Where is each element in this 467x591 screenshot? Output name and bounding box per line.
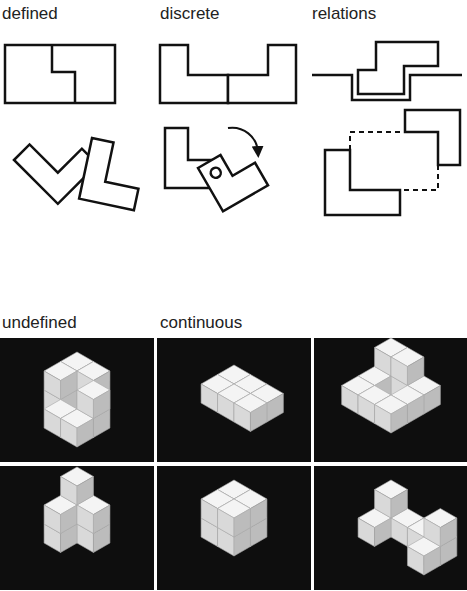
photo-ground xyxy=(0,466,154,590)
block-face xyxy=(391,357,407,386)
label-box: continuous xyxy=(160,313,242,333)
block-face xyxy=(375,405,391,434)
piece-outline xyxy=(79,138,147,210)
photo-panel xyxy=(314,338,467,462)
line-drawings xyxy=(5,42,462,215)
piece-outline xyxy=(228,45,296,103)
block-face xyxy=(77,390,93,419)
photo-panel xyxy=(0,466,154,590)
block-face xyxy=(375,348,391,377)
block-face xyxy=(44,409,60,438)
block-face xyxy=(424,518,440,547)
piece-outline xyxy=(325,150,400,215)
block-face xyxy=(358,395,374,424)
photo-panel xyxy=(314,466,467,590)
block-face xyxy=(342,386,358,415)
block-face xyxy=(391,405,407,434)
block-face xyxy=(391,490,407,519)
rotation-arrow xyxy=(228,128,258,152)
piece-outline xyxy=(405,110,460,165)
label-box: relations xyxy=(312,4,376,24)
block-face xyxy=(424,386,440,415)
photo-panel xyxy=(0,338,154,462)
block-face xyxy=(44,505,60,534)
photo-ground xyxy=(314,466,467,590)
block-face xyxy=(93,390,109,419)
block-face xyxy=(218,394,234,423)
block-face xyxy=(375,518,391,547)
section-label: relations xyxy=(312,4,376,24)
assembled-pieces xyxy=(5,45,115,103)
label-box: discrete xyxy=(160,4,220,24)
rotating-piece xyxy=(198,142,268,211)
block-face xyxy=(201,499,217,528)
block-face xyxy=(77,477,93,506)
piece-outline xyxy=(160,45,228,103)
block-face xyxy=(61,371,77,400)
block-face xyxy=(391,518,407,547)
block-face xyxy=(201,384,217,413)
label-box: undefined xyxy=(2,313,77,333)
block-face xyxy=(218,509,234,538)
block-face xyxy=(61,419,77,448)
block-face xyxy=(358,518,374,547)
label-box: defined xyxy=(2,4,58,24)
section-label: discrete xyxy=(160,4,220,24)
block-face xyxy=(61,477,77,506)
relation-dashes xyxy=(350,132,438,190)
block-face xyxy=(44,371,60,400)
photo-panel xyxy=(157,466,311,590)
piece-outline xyxy=(358,42,438,94)
photo-ground xyxy=(157,466,311,590)
block-face xyxy=(61,505,77,534)
section-label: undefined xyxy=(2,313,77,333)
photo-ground xyxy=(0,338,154,462)
photo-ground xyxy=(314,338,467,462)
block-face xyxy=(440,518,456,547)
block-face xyxy=(234,403,250,432)
photo-ground xyxy=(157,338,311,462)
block-face xyxy=(267,394,283,423)
photo-panel xyxy=(157,338,311,462)
block-face xyxy=(375,490,391,519)
section-label: continuous xyxy=(160,313,242,333)
block-face xyxy=(407,357,423,386)
joint-line xyxy=(52,45,75,103)
block-photos xyxy=(0,338,467,590)
block-face xyxy=(250,499,266,528)
piece-outline xyxy=(198,142,268,211)
block-face xyxy=(93,505,109,534)
block-face xyxy=(77,505,93,534)
block-face xyxy=(250,403,266,432)
block-face xyxy=(77,419,93,448)
section-label: defined xyxy=(2,4,58,24)
block-face xyxy=(407,395,423,424)
block-face xyxy=(407,547,423,576)
block-face xyxy=(234,509,250,538)
pivot-pin xyxy=(209,166,223,180)
block-face xyxy=(424,547,440,576)
